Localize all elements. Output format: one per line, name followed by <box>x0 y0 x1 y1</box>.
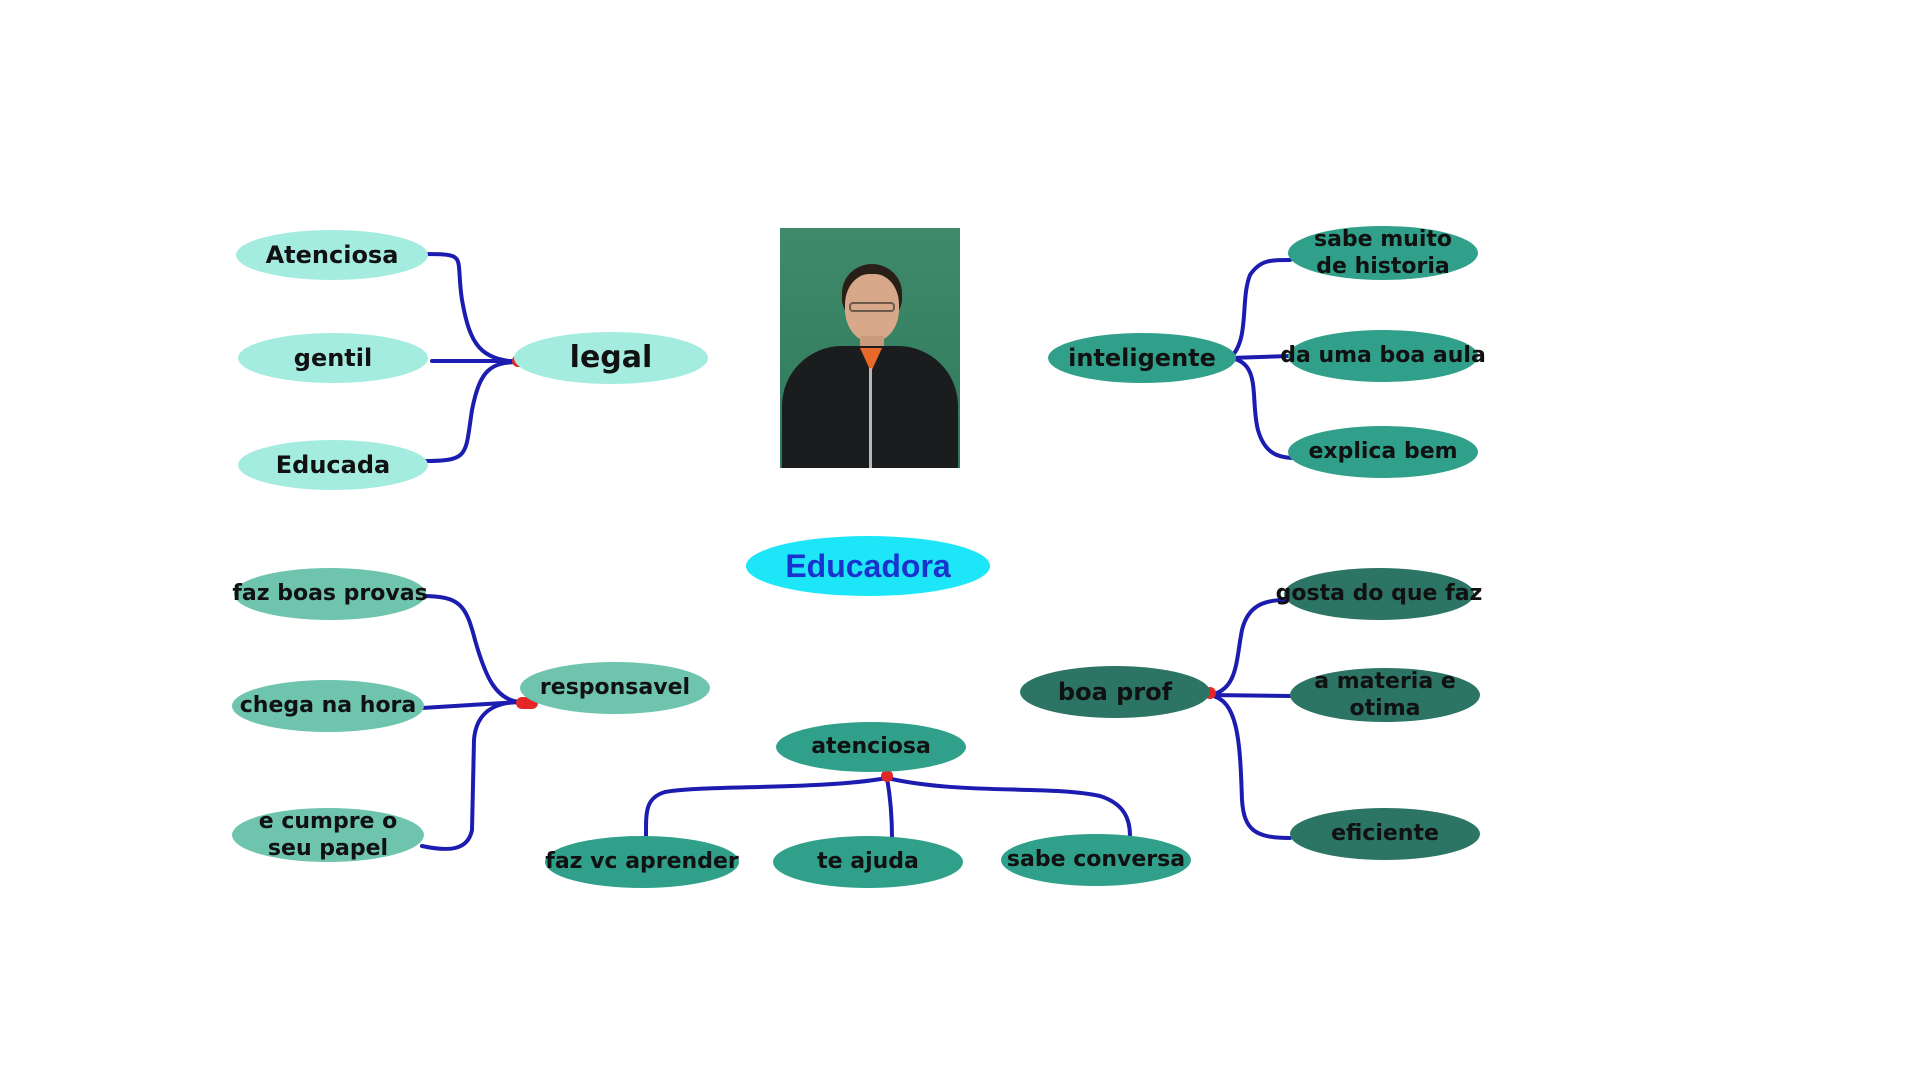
node-chega-na-hora: chega na hora <box>232 680 424 732</box>
node-faz-vc-aprender: faz vc aprender <box>545 836 739 888</box>
connector-boaprof-eficiente <box>1208 693 1292 840</box>
connector-boaprof-materia <box>1208 693 1292 698</box>
node-te-ajuda: te ajuda <box>773 836 963 888</box>
connector-responsavel-papel <box>420 700 522 851</box>
connector-atenciosa-ajuda <box>885 776 894 840</box>
node-eficiente: eficiente <box>1290 808 1480 860</box>
node-atenciosa-legal: Atenciosa <box>236 230 428 280</box>
central-topic: Educadora <box>746 536 990 596</box>
node-boa-prof: boa prof <box>1020 666 1210 718</box>
connector-legal-educada <box>423 360 522 463</box>
node-legal: legal <box>514 332 708 384</box>
node-e-cumpre-o-seu-papel: e cumpre o seu papel <box>232 808 424 862</box>
node-faz-boas-provas: faz boas provas <box>232 568 428 620</box>
node-gosta-do-que-faz: gosta do que faz <box>1276 568 1482 620</box>
connector-boaprof-gosta <box>1208 598 1287 697</box>
connector-inteligente-explica <box>1228 356 1298 460</box>
node-atenciosa: atenciosa <box>776 722 966 772</box>
connector-atenciosa-conversa <box>885 776 1132 838</box>
node-educada: Educada <box>238 440 428 490</box>
node-explica-bem: explica bem <box>1288 426 1478 478</box>
connector-inteligente-aula <box>1228 354 1292 360</box>
node-gentil: gentil <box>238 333 428 383</box>
educator-photo <box>780 228 960 468</box>
node-sabe-muito-de-historia: sabe muito de historia <box>1288 226 1478 280</box>
node-a-materia-e-otima: a materia e otima <box>1290 668 1480 722</box>
node-sabe-conversa: sabe conversa <box>1001 834 1191 886</box>
node-da-uma-boa-aula: da uma boa aula <box>1280 330 1486 382</box>
connector-legal-atenciosa <box>418 252 522 364</box>
connector-inteligente-sabe <box>1228 258 1292 360</box>
node-inteligente: inteligente <box>1048 333 1236 383</box>
junction-atenciosa <box>881 770 893 782</box>
connector-responsavel-provas <box>420 594 522 704</box>
node-responsavel: responsavel <box>520 662 710 714</box>
connector-atenciosa-faz <box>643 776 889 840</box>
